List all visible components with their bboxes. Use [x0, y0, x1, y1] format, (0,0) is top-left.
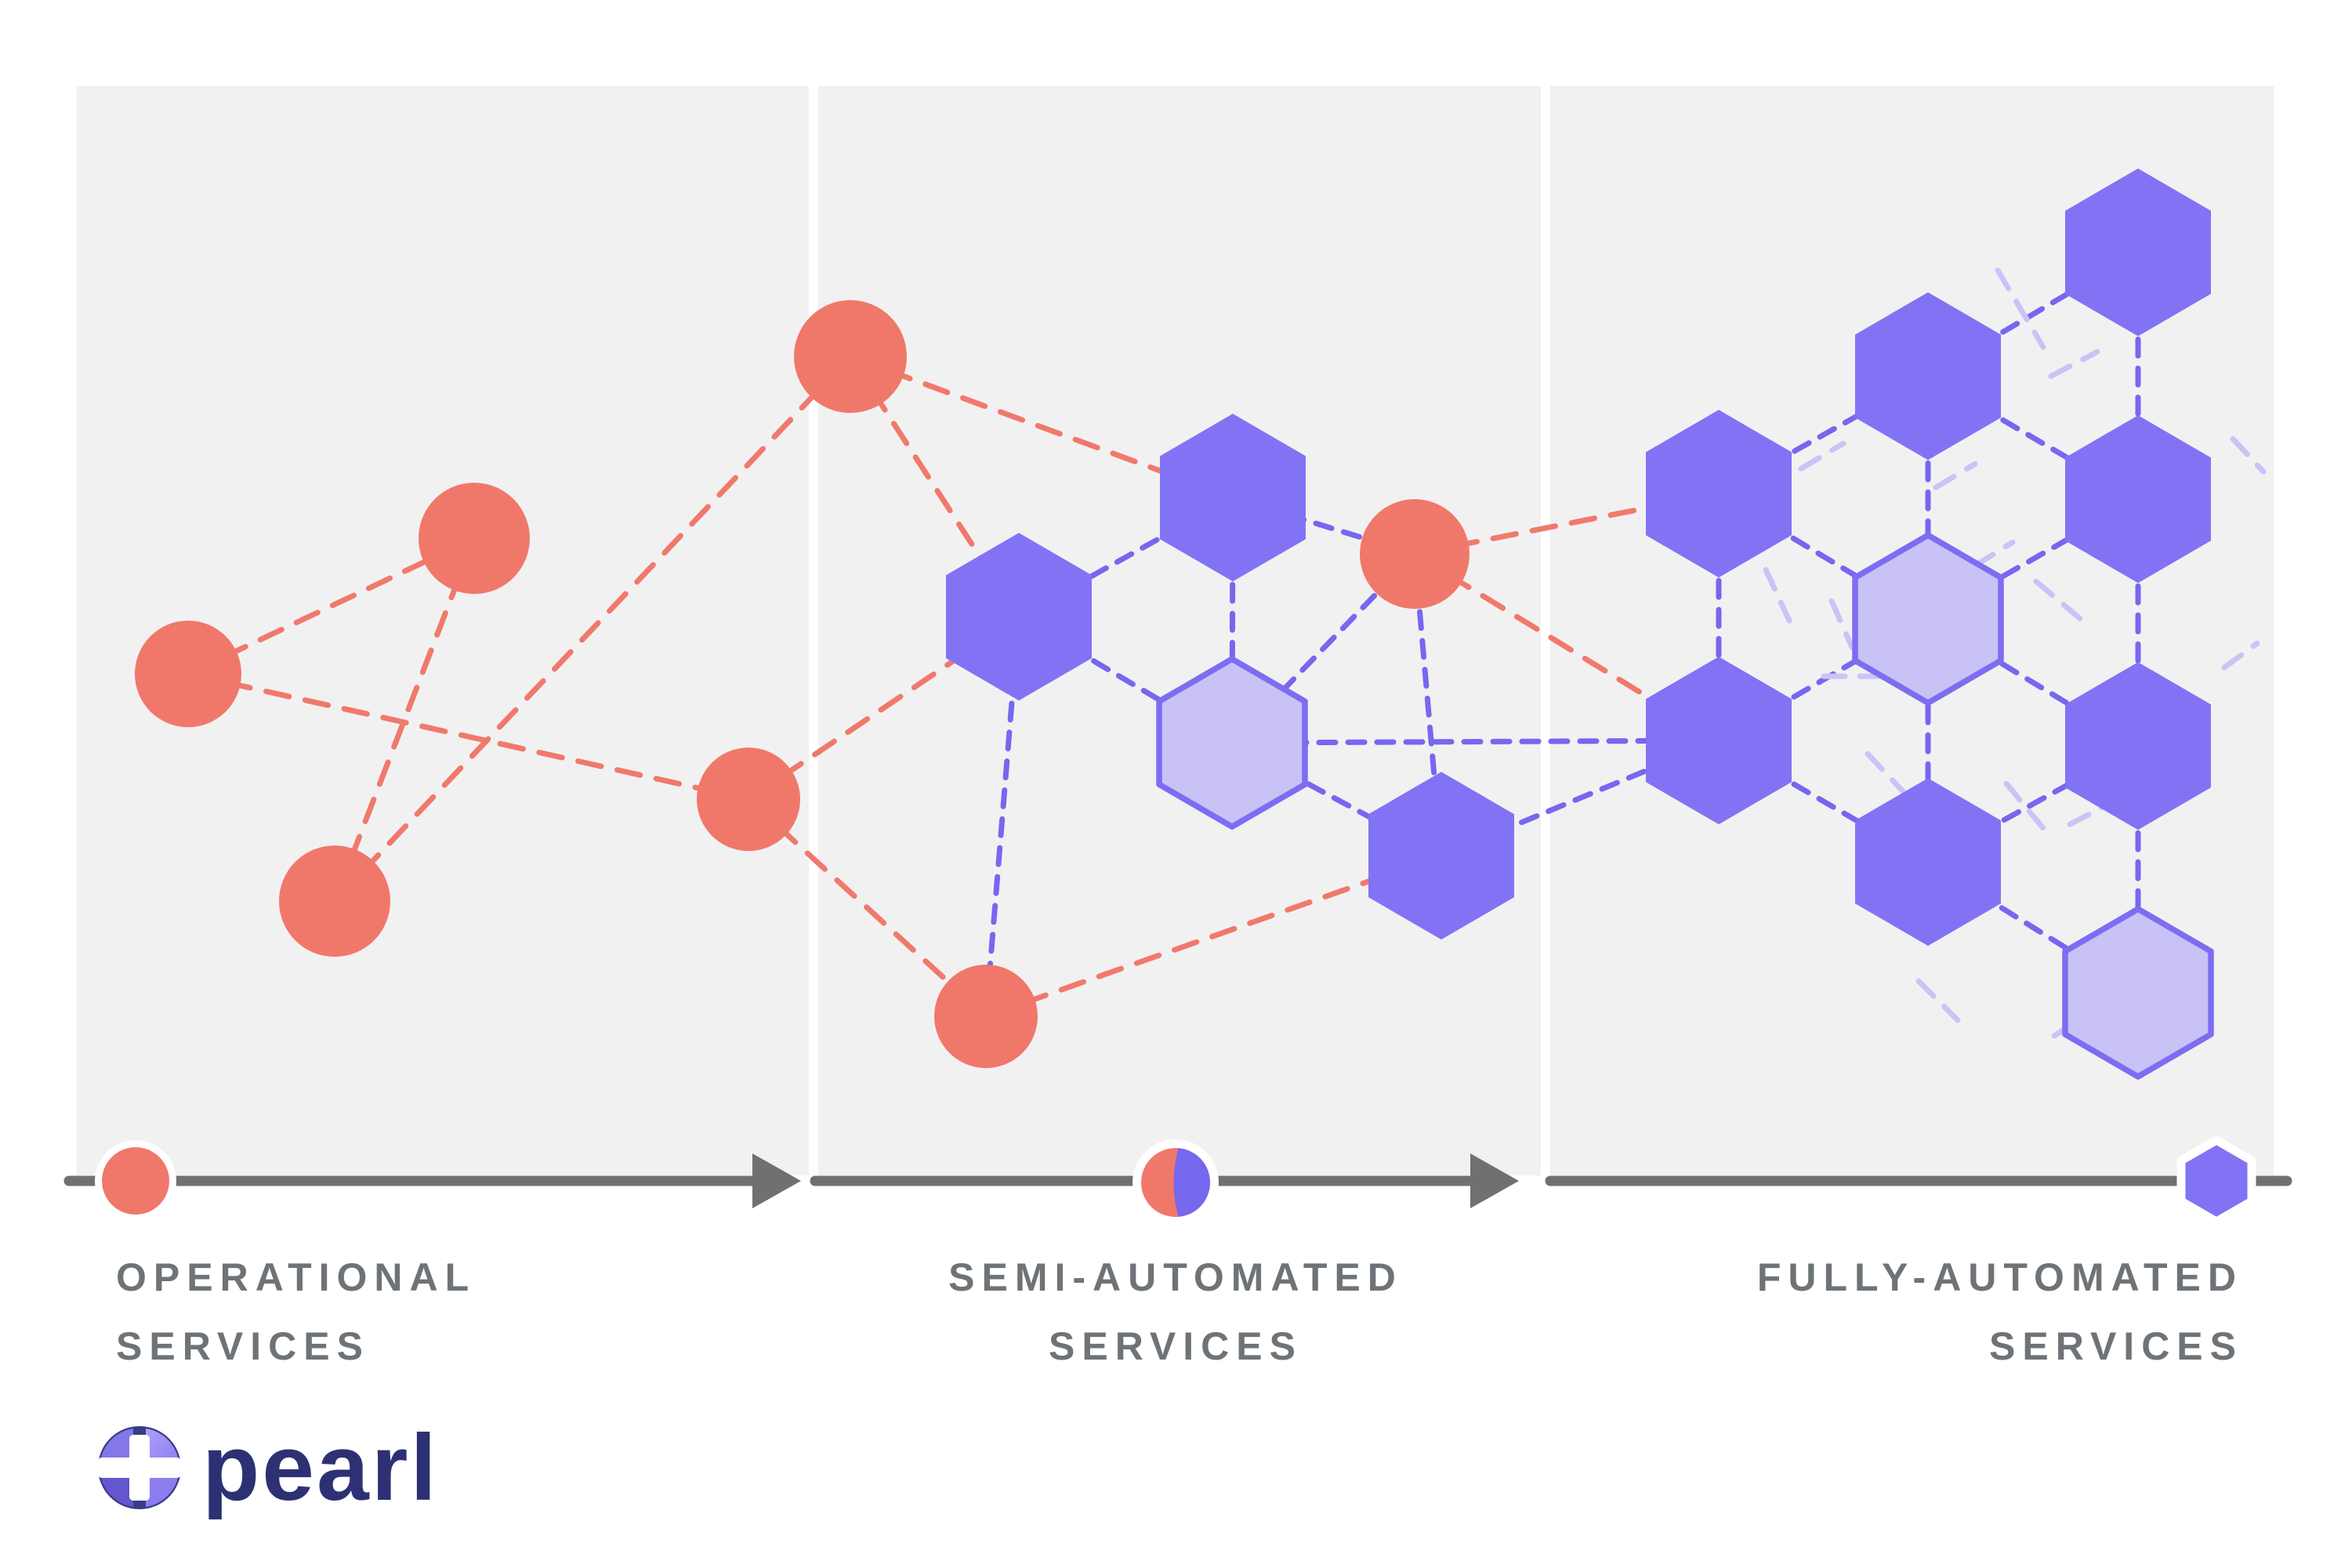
logo-cross-horizontal	[98, 1458, 181, 1478]
edge-a-d	[185, 671, 752, 802]
stage-label-line: OPERATIONAL	[116, 1255, 477, 1299]
decor-dash	[2003, 780, 2047, 832]
decor-dash	[2033, 578, 2086, 624]
node-hexagon-k1	[2065, 168, 2211, 336]
stage-label-semi-automated: SEMI-AUTOMATED SERVICES	[823, 1243, 1528, 1381]
node-hexagon-light-hl	[1156, 656, 1308, 830]
timeline-arrowhead-1	[752, 1153, 801, 1208]
node-hexagon-light-kl1	[1852, 532, 2004, 706]
stage-label-line: SERVICES	[1989, 1324, 2243, 1368]
decor-dash	[1763, 567, 1792, 624]
pearl-logo-icon	[98, 1426, 181, 1509]
stage-label-line: SEMI-AUTOMATED	[948, 1255, 1403, 1299]
decor-dash	[1915, 978, 1961, 1023]
node-circle-e	[794, 300, 907, 413]
panel-semi-automated-services	[818, 86, 1541, 1175]
stage-label-line: SERVICES	[116, 1324, 370, 1368]
stage-label-operational: OPERATIONAL SERVICES	[116, 1243, 821, 1381]
edge-hl-k5	[1229, 737, 1722, 746]
node-circle-c	[279, 846, 390, 957]
timeline-marker-operational	[102, 1147, 169, 1215]
node-hexagon-h1	[1160, 414, 1306, 581]
node-circle-a	[135, 621, 241, 727]
decor-dash	[1972, 539, 2016, 569]
pearl-logo: pearl	[94, 1417, 439, 1519]
decor-dash	[2048, 349, 2100, 379]
node-circle-b	[419, 483, 530, 594]
node-hexagon-k3	[1646, 410, 1792, 578]
pearl-logo-text: pearl	[202, 1415, 439, 1520]
node-circle-g	[1360, 499, 1470, 609]
edge-c-e	[332, 353, 853, 904]
logo-petal-nw	[100, 1429, 133, 1461]
logo-petal-se	[146, 1474, 179, 1507]
decor-dash	[1798, 440, 1846, 472]
node-hexagon-k5	[1646, 657, 1792, 824]
decor-dash	[1995, 267, 2046, 350]
node-circle-d	[697, 748, 800, 851]
stage-label-line: SERVICES	[1049, 1324, 1303, 1368]
edge-f-h3	[983, 853, 1444, 1019]
node-hexagon-k2	[1855, 292, 2001, 460]
node-hexagon-k6	[2065, 662, 2211, 830]
timeline-marker-fully-automated	[2176, 1135, 2256, 1226]
stage-label-line: FULLY-AUTOMATED	[1756, 1255, 2243, 1299]
decor-dash	[1933, 461, 1978, 491]
logo-petal-ne	[146, 1429, 179, 1461]
logo-petal-sw	[100, 1474, 133, 1507]
decor-dash	[2221, 640, 2260, 671]
decor-dash	[1828, 598, 1855, 650]
node-hexagon-k4	[2065, 415, 2211, 583]
node-hexagon-light-kl2	[2062, 906, 2214, 1080]
node-hexagon-k7	[1855, 778, 2001, 946]
edge-d-h2	[745, 614, 1022, 802]
decor-dash	[2230, 436, 2267, 475]
edge-g-h3	[1412, 551, 1444, 859]
timeline-marker-semi-purple	[1173, 1148, 1210, 1217]
stage-label-fully-automated: FULLY-AUTOMATED SERVICES	[1538, 1243, 2243, 1381]
edge-b-c	[332, 535, 477, 904]
timeline-arrowhead-2	[1470, 1153, 1519, 1208]
node-hexagon-h3	[1368, 772, 1514, 940]
edge-d-f	[745, 796, 989, 1019]
node-circle-f	[934, 965, 1038, 1068]
decor-dash	[1865, 751, 1908, 796]
node-hexagon-h2	[946, 533, 1092, 701]
